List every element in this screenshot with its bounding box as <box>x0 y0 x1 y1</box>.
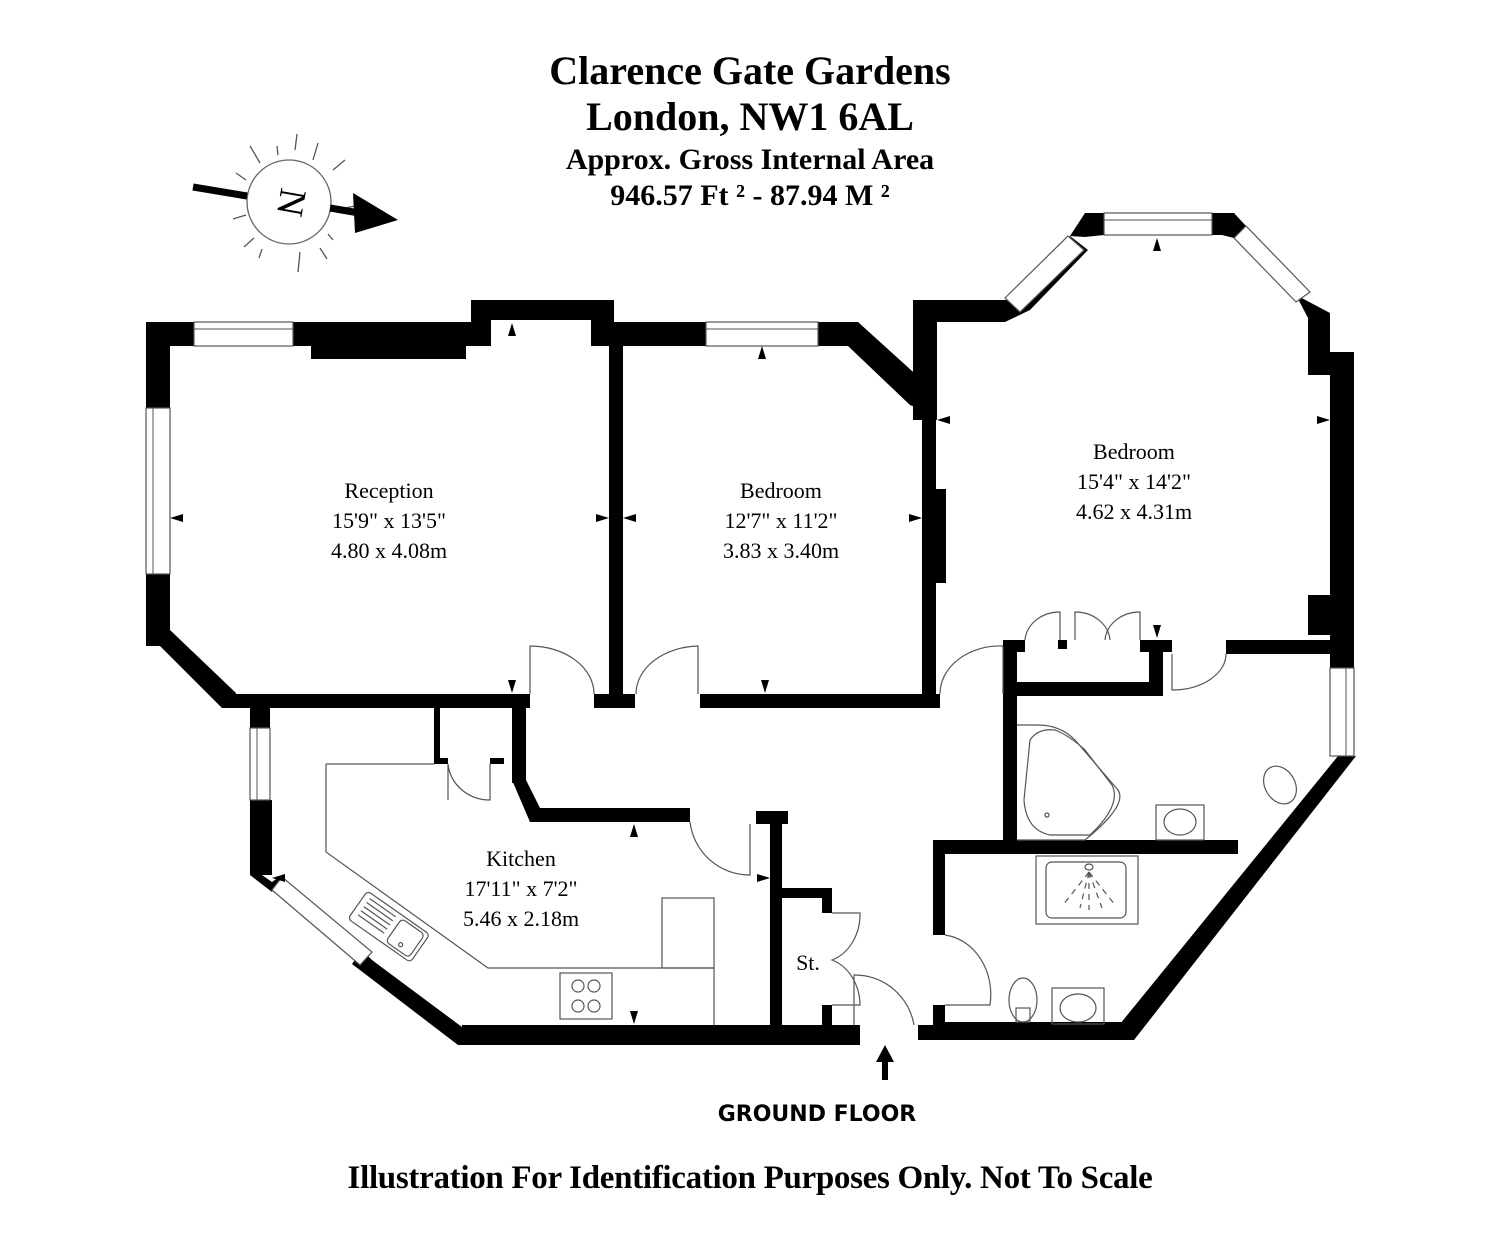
room-reception: Reception 15'9" x 13'5" 4.80 x 4.08m <box>331 478 447 563</box>
room-name: Bedroom <box>740 478 822 503</box>
room-size-metric: 4.80 x 4.08m <box>331 538 447 563</box>
kitchen-fixtures <box>325 763 715 1025</box>
area-label: Approx. Gross Internal Area <box>565 143 935 176</box>
doors <box>447 611 1227 1026</box>
room-name: St. <box>796 950 820 975</box>
walls <box>146 213 1356 1045</box>
property-address: London, NW1 6AL <box>586 94 914 139</box>
windows <box>145 212 1355 966</box>
entrance-arrow-icon <box>876 1045 894 1080</box>
sink-icon <box>348 891 429 962</box>
title-block: Clarence Gate Gardens London, NW1 6AL Ap… <box>0 48 1500 214</box>
room-bedroom-1: Bedroom 15'4" x 14'2" 4.62 x 4.31m <box>1076 439 1192 524</box>
room-size-imperial: 15'4" x 14'2" <box>1077 469 1191 494</box>
floor-label: GROUND FLOOR <box>717 1102 917 1127</box>
room-size-metric: 4.62 x 4.31m <box>1076 499 1192 524</box>
room-size-metric: 3.83 x 3.40m <box>723 538 839 563</box>
room-size-imperial: 15'9" x 13'5" <box>332 508 446 533</box>
north-arrow-compass-icon: N <box>192 133 398 273</box>
room-store: St. <box>796 950 820 975</box>
dimension-markers <box>170 238 1330 1024</box>
room-bedroom-2: Bedroom 12'7" x 11'2" 3.83 x 3.40m <box>723 478 839 563</box>
room-name: Bedroom <box>1093 439 1175 464</box>
room-kitchen: Kitchen 17'11" x 7'2" 5.46 x 2.18m <box>463 846 579 931</box>
room-name: Reception <box>344 478 433 503</box>
disclaimer: Illustration For Identification Purposes… <box>347 1160 1153 1196</box>
room-size-metric: 5.46 x 2.18m <box>463 906 579 931</box>
room-size-imperial: 12'7" x 11'2" <box>724 508 837 533</box>
room-size-imperial: 17'11" x 7'2" <box>464 876 577 901</box>
property-name: Clarence Gate Gardens <box>549 48 951 93</box>
bathroom-fixtures <box>1008 724 1297 1025</box>
area-value: 946.57 Ft ² - 87.94 M ² <box>610 179 890 212</box>
room-name: Kitchen <box>486 846 556 871</box>
